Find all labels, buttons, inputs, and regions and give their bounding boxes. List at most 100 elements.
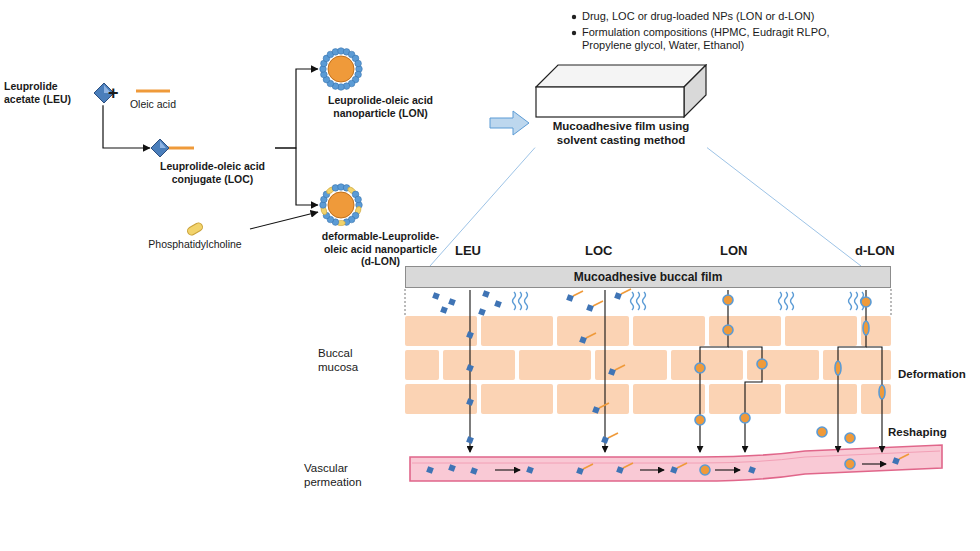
permeation-route bbox=[862, 463, 886, 464]
mucosa-cell bbox=[481, 384, 553, 414]
box-front bbox=[536, 87, 684, 117]
block-arrow bbox=[490, 111, 529, 135]
permeation-route bbox=[495, 469, 520, 470]
dotted-guide bbox=[405, 289, 406, 316]
permeation-route bbox=[866, 347, 882, 452]
water-wave bbox=[855, 292, 858, 310]
film-band: Mucoadhesive buccal film bbox=[405, 266, 891, 288]
permeation-route bbox=[715, 469, 740, 470]
mucosa-cell bbox=[861, 384, 891, 414]
water-wave bbox=[791, 292, 794, 310]
permeation-route bbox=[604, 290, 605, 452]
oleic-tail bbox=[621, 289, 631, 294]
nanoparticle bbox=[695, 415, 705, 425]
mucosa-cell bbox=[519, 350, 591, 380]
process-label: Reshaping bbox=[888, 426, 947, 440]
node-text: Leuprolide-oleic acid nanoparticle (LON) bbox=[318, 94, 443, 119]
oleic-tail bbox=[608, 433, 618, 438]
oleic-tail bbox=[573, 291, 583, 296]
water-wave bbox=[779, 292, 782, 310]
water-wave bbox=[849, 292, 852, 310]
drug-molecule bbox=[566, 294, 574, 302]
water-wave bbox=[513, 292, 516, 310]
nanoparticle bbox=[861, 297, 871, 307]
mucosa-cell bbox=[443, 350, 515, 380]
drug-molecule bbox=[482, 290, 490, 298]
molecule-node: Leuprolide acetate (LEU) bbox=[4, 80, 116, 105]
node-icon bbox=[150, 138, 196, 158]
nanoparticle bbox=[845, 459, 855, 469]
plus-sign: + bbox=[108, 83, 119, 105]
nanoparticle bbox=[723, 325, 733, 335]
mucosa-cell bbox=[747, 350, 819, 380]
box-side bbox=[684, 65, 706, 117]
oleic-tail bbox=[623, 463, 633, 468]
reaction-arrow bbox=[250, 212, 318, 229]
phospholipid bbox=[186, 222, 204, 236]
layer-label: Buccal mucosa bbox=[318, 347, 378, 375]
drug-molecule bbox=[748, 466, 756, 474]
nanoparticle-node: Leuprolide-oleic acid nanoparticle (LON) bbox=[318, 46, 443, 119]
oleic-tail bbox=[677, 463, 687, 468]
drug-molecule bbox=[601, 436, 609, 444]
node-text: Phosphatidylcholine bbox=[140, 238, 250, 251]
film-box: Mucoadhesive film using solvent casting … bbox=[535, 64, 707, 148]
reaction-arrow bbox=[103, 105, 150, 148]
conjugate-node: Leuprolide-oleic acid conjugate (LOC) bbox=[150, 138, 275, 185]
shell-unit bbox=[355, 60, 362, 67]
node-text: Mucoadhesive film using solvent casting … bbox=[546, 120, 696, 148]
mucosa-cell bbox=[709, 316, 781, 346]
column-label: LON bbox=[720, 243, 747, 259]
column-label: d-LON bbox=[855, 243, 895, 259]
drug-molecule bbox=[466, 436, 474, 444]
mucosa-cell bbox=[405, 316, 477, 346]
drug-molecule bbox=[466, 364, 474, 372]
blood-vessel bbox=[410, 445, 942, 481]
oleic-tail bbox=[586, 333, 596, 338]
nanoparticle bbox=[879, 385, 885, 399]
oleic-acid-chain bbox=[136, 90, 170, 93]
process-label: Deformation bbox=[898, 368, 966, 382]
permeation-paths bbox=[426, 289, 909, 475]
mucosa-cell bbox=[785, 316, 857, 346]
reaction-arrow bbox=[275, 148, 318, 205]
node-icon bbox=[318, 46, 364, 92]
mucosa-cell bbox=[633, 316, 705, 346]
molecule-node: Phosphatidylcholine bbox=[140, 222, 250, 251]
oleic-tail bbox=[615, 365, 625, 370]
oleic-tail bbox=[899, 454, 909, 459]
water-wave bbox=[643, 292, 646, 310]
drug-molecule bbox=[892, 457, 900, 465]
drug-molecule bbox=[432, 292, 440, 300]
guide-line bbox=[430, 148, 535, 266]
drug-molecule bbox=[494, 300, 502, 308]
mucosa-cell bbox=[823, 350, 891, 380]
drug-molecule bbox=[466, 398, 474, 406]
mucosa-cell bbox=[481, 316, 553, 346]
drug-molecule bbox=[466, 331, 474, 339]
mucosa-cell bbox=[633, 384, 705, 414]
oleic-tail bbox=[599, 403, 609, 408]
guide-line bbox=[707, 148, 861, 266]
vessel-wall bbox=[412, 451, 940, 463]
node-text: Leuprolide-oleic acid conjugate (LOC) bbox=[150, 160, 275, 185]
node-icon bbox=[535, 64, 707, 118]
drug-molecule bbox=[576, 467, 584, 475]
drug-molecule bbox=[614, 292, 622, 300]
oleic-tail bbox=[583, 464, 593, 469]
nanoparticle bbox=[757, 359, 767, 369]
nanoparticle bbox=[723, 295, 733, 305]
node-text: deformable-Leuprolide-oleic acid nanopar… bbox=[318, 230, 443, 268]
drug-molecule bbox=[579, 336, 587, 344]
shell-unit bbox=[355, 196, 362, 203]
water-wave bbox=[785, 292, 788, 310]
water-wave bbox=[631, 292, 634, 310]
nanoparticle-core bbox=[328, 192, 354, 218]
drug-molecule bbox=[470, 467, 478, 475]
dotted-guide bbox=[891, 289, 892, 316]
permeation-route bbox=[838, 290, 866, 452]
water-wave bbox=[637, 292, 640, 310]
node-icon bbox=[184, 222, 206, 236]
diamond-highlight bbox=[160, 141, 166, 148]
leuprolide-diamond bbox=[151, 139, 169, 157]
